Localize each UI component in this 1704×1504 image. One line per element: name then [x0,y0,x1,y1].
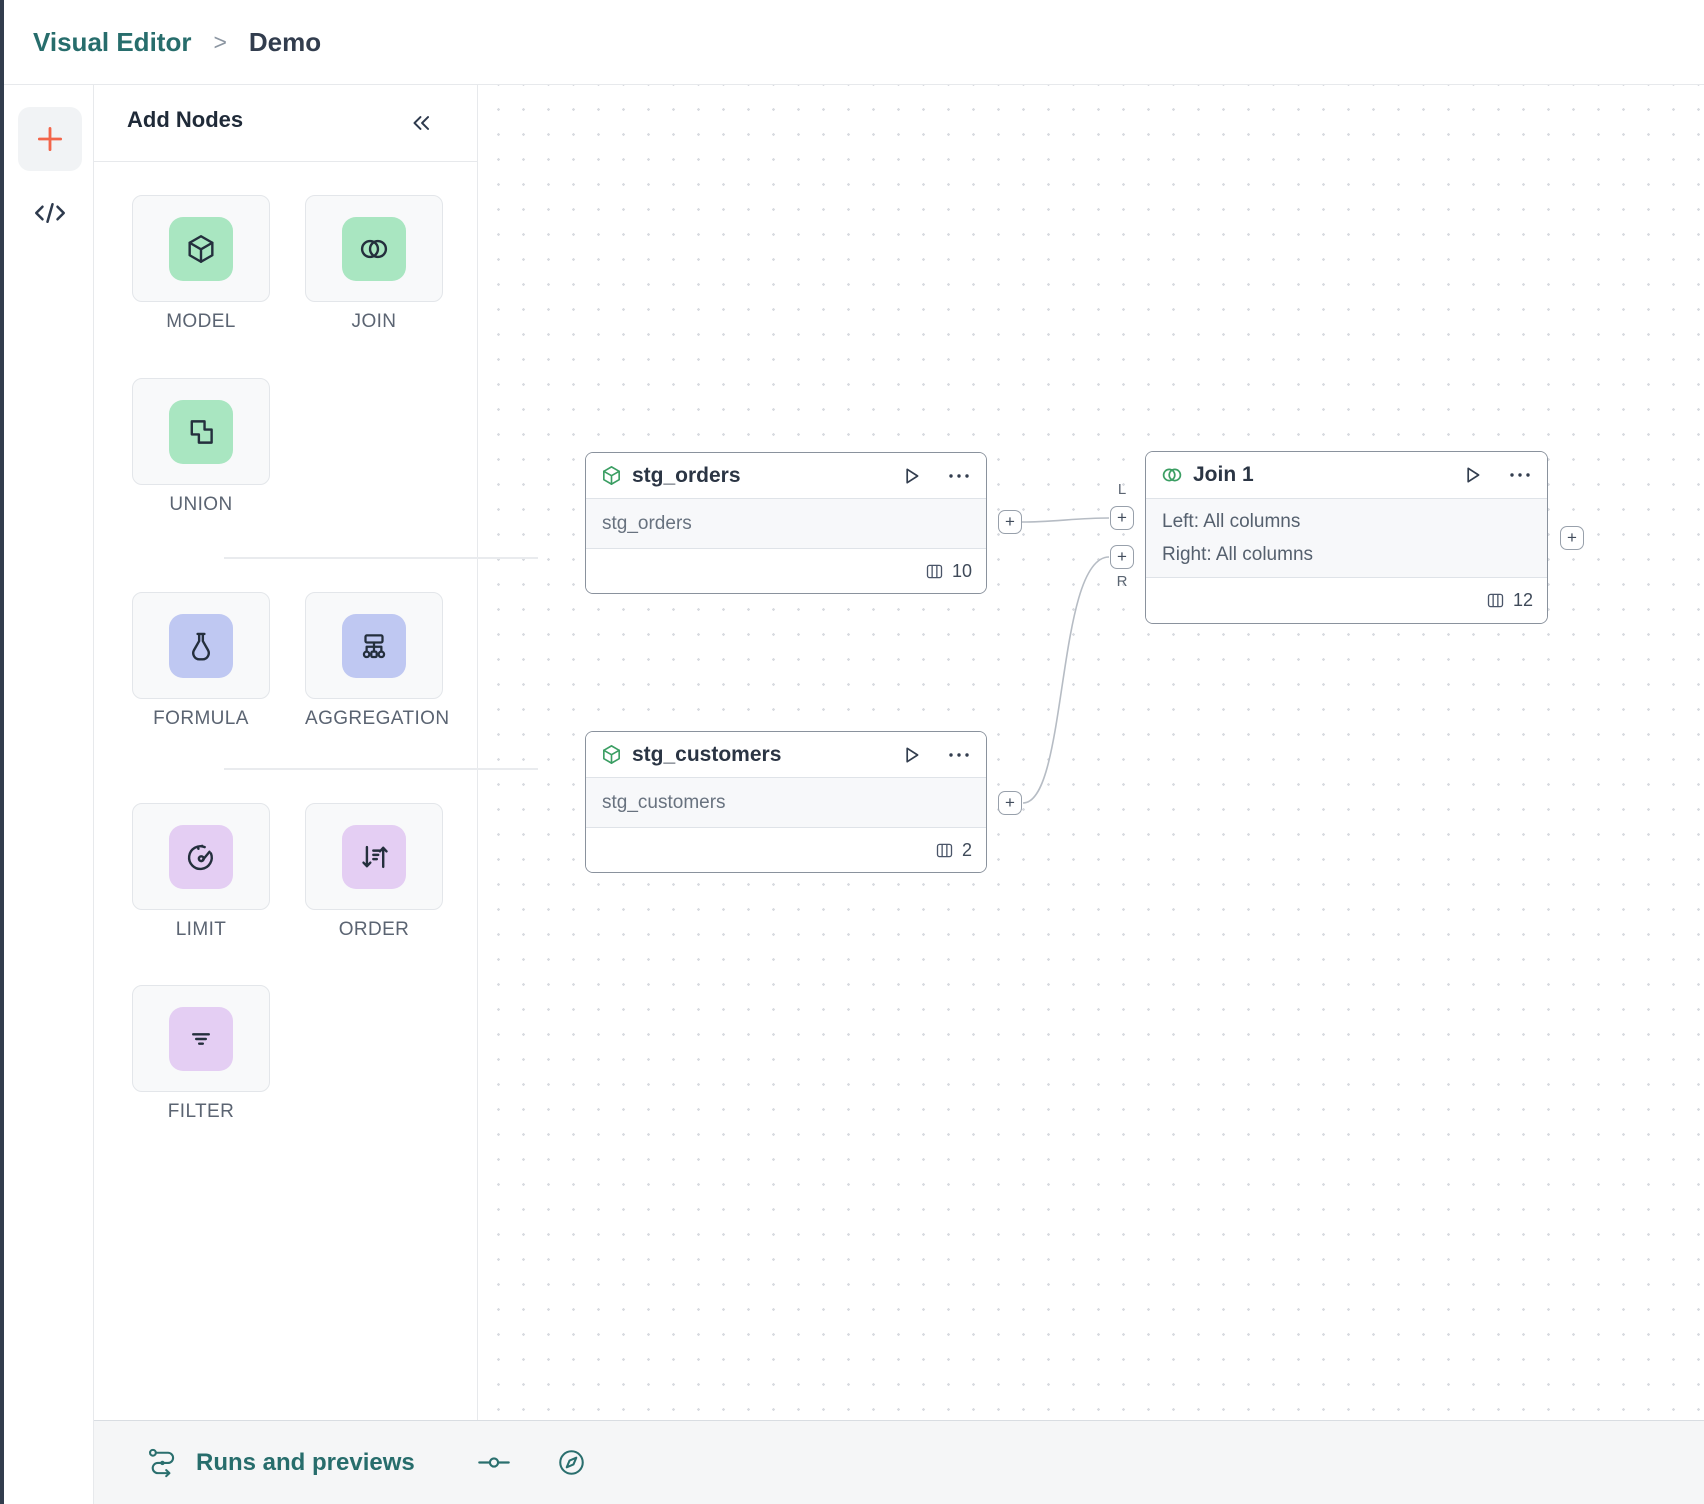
ellipsis-icon [946,743,972,767]
add-nodes-panel: Add Nodes MODEL [94,85,538,1420]
join-left-columns: Left: All columns [1162,511,1301,532]
join-left-port-label: L [1117,481,1127,498]
add-node-button[interactable] [18,107,82,171]
tile-label: JOIN [351,311,397,332]
play-icon [899,464,923,488]
cube-icon [169,216,233,281]
node-title: stg_customers [632,742,782,766]
columns-icon [934,840,955,861]
aggregation-tree-icon [342,613,406,678]
run-node-button[interactable] [1460,463,1484,487]
tile-label: UNION [169,494,233,515]
bottom-bar: Runs and previews [94,1420,1704,1504]
node-menu-button[interactable] [946,464,972,488]
run-node-button[interactable] [899,743,923,767]
tile-label: FORMULA [153,708,249,729]
node-join-1[interactable]: Join 1 Left: All columns Right: All colu… [1145,451,1548,624]
play-icon [1460,463,1484,487]
breadcrumb-visual-editor[interactable]: Visual Editor [33,26,192,57]
compass-icon [556,1447,587,1478]
breadcrumb-current-page: Demo [248,26,322,57]
node-menu-button[interactable] [1507,463,1533,487]
node-model-name: stg_customers [586,777,986,828]
node-tile-aggregation[interactable]: AGGREGATION [305,592,450,730]
node-header: stg_orders [586,453,986,498]
node-footer: 2 [586,828,986,872]
runs-icon [147,1447,181,1478]
left-rail [4,85,94,1504]
tile-label: AGGREGATION [305,708,450,729]
collapse-chevrons-icon [408,110,434,136]
column-count: 12 [1512,590,1533,610]
node-footer: 10 [586,549,986,593]
breadcrumb-separator: > [213,28,227,55]
ellipsis-icon [946,464,972,488]
node-header: stg_customers [586,732,986,777]
collapse-panel-button[interactable] [407,109,435,137]
panel-divider [224,557,538,559]
flask-icon [169,613,233,678]
node-title: stg_orders [632,463,741,487]
join-circles-icon [1160,463,1184,487]
cube-icon [600,464,623,487]
compass-button[interactable] [556,1447,587,1478]
play-icon [899,743,923,767]
node-tile-union[interactable]: UNION [132,378,270,516]
port-stg-orders-output[interactable]: + [998,510,1022,534]
port-join-right-input[interactable]: + [1110,545,1134,569]
add-nodes-header: Add Nodes [94,85,477,162]
port-join-left-input[interactable]: + [1110,506,1134,530]
tile-label: FILTER [167,1101,235,1122]
tile-label: ORDER [338,919,410,940]
column-count: 10 [951,560,972,581]
panel-divider [224,768,538,770]
add-nodes-title: Add Nodes [127,107,244,132]
breadcrumb: Visual Editor > Demo [4,0,1704,85]
plus-icon [33,122,67,156]
window-edge [0,0,4,1504]
runs-and-previews-button[interactable]: Runs and previews [147,1447,415,1478]
run-node-button[interactable] [899,464,923,488]
union-shapes-icon [169,399,233,464]
columns-icon [1485,590,1506,611]
runs-and-previews-label: Runs and previews [196,1448,415,1476]
filter-lines-icon [169,1006,233,1071]
port-stg-customers-output[interactable]: + [998,791,1022,815]
join-right-port-label: R [1116,573,1128,590]
cube-icon [600,743,623,766]
node-tile-order[interactable]: ORDER [305,803,443,941]
node-header: Join 1 [1146,452,1547,498]
commit-button[interactable] [477,1454,511,1471]
join-right-columns: Right: All columns [1162,544,1314,565]
columns-icon [924,561,945,582]
node-model-name: stg_orders [586,498,986,549]
node-menu-button[interactable] [946,743,972,767]
code-icon [32,198,68,228]
node-tile-filter[interactable]: FILTER [132,985,270,1123]
port-join-output[interactable]: + [1560,526,1584,550]
tile-label: MODEL [166,311,236,332]
gauge-icon [169,824,233,889]
node-tile-join[interactable]: JOIN [305,195,443,333]
node-stg-orders[interactable]: stg_orders stg_orders 10 [585,452,987,594]
join-circles-icon [342,216,406,281]
column-count: 2 [961,839,972,860]
join-config: Left: All columns Right: All columns [1146,498,1547,578]
ellipsis-icon [1507,463,1533,487]
node-stg-customers[interactable]: stg_customers stg_customers 2 [585,731,987,873]
sort-arrows-icon [342,824,406,889]
tile-label: LIMIT [175,919,227,940]
node-tile-model[interactable]: MODEL [132,195,270,333]
commit-icon [477,1454,511,1471]
node-footer: 12 [1146,578,1547,623]
node-tile-limit[interactable]: LIMIT [132,803,270,941]
node-tile-formula[interactable]: FORMULA [132,592,270,730]
code-view-button[interactable] [17,195,83,231]
node-title: Join 1 [1193,463,1254,486]
